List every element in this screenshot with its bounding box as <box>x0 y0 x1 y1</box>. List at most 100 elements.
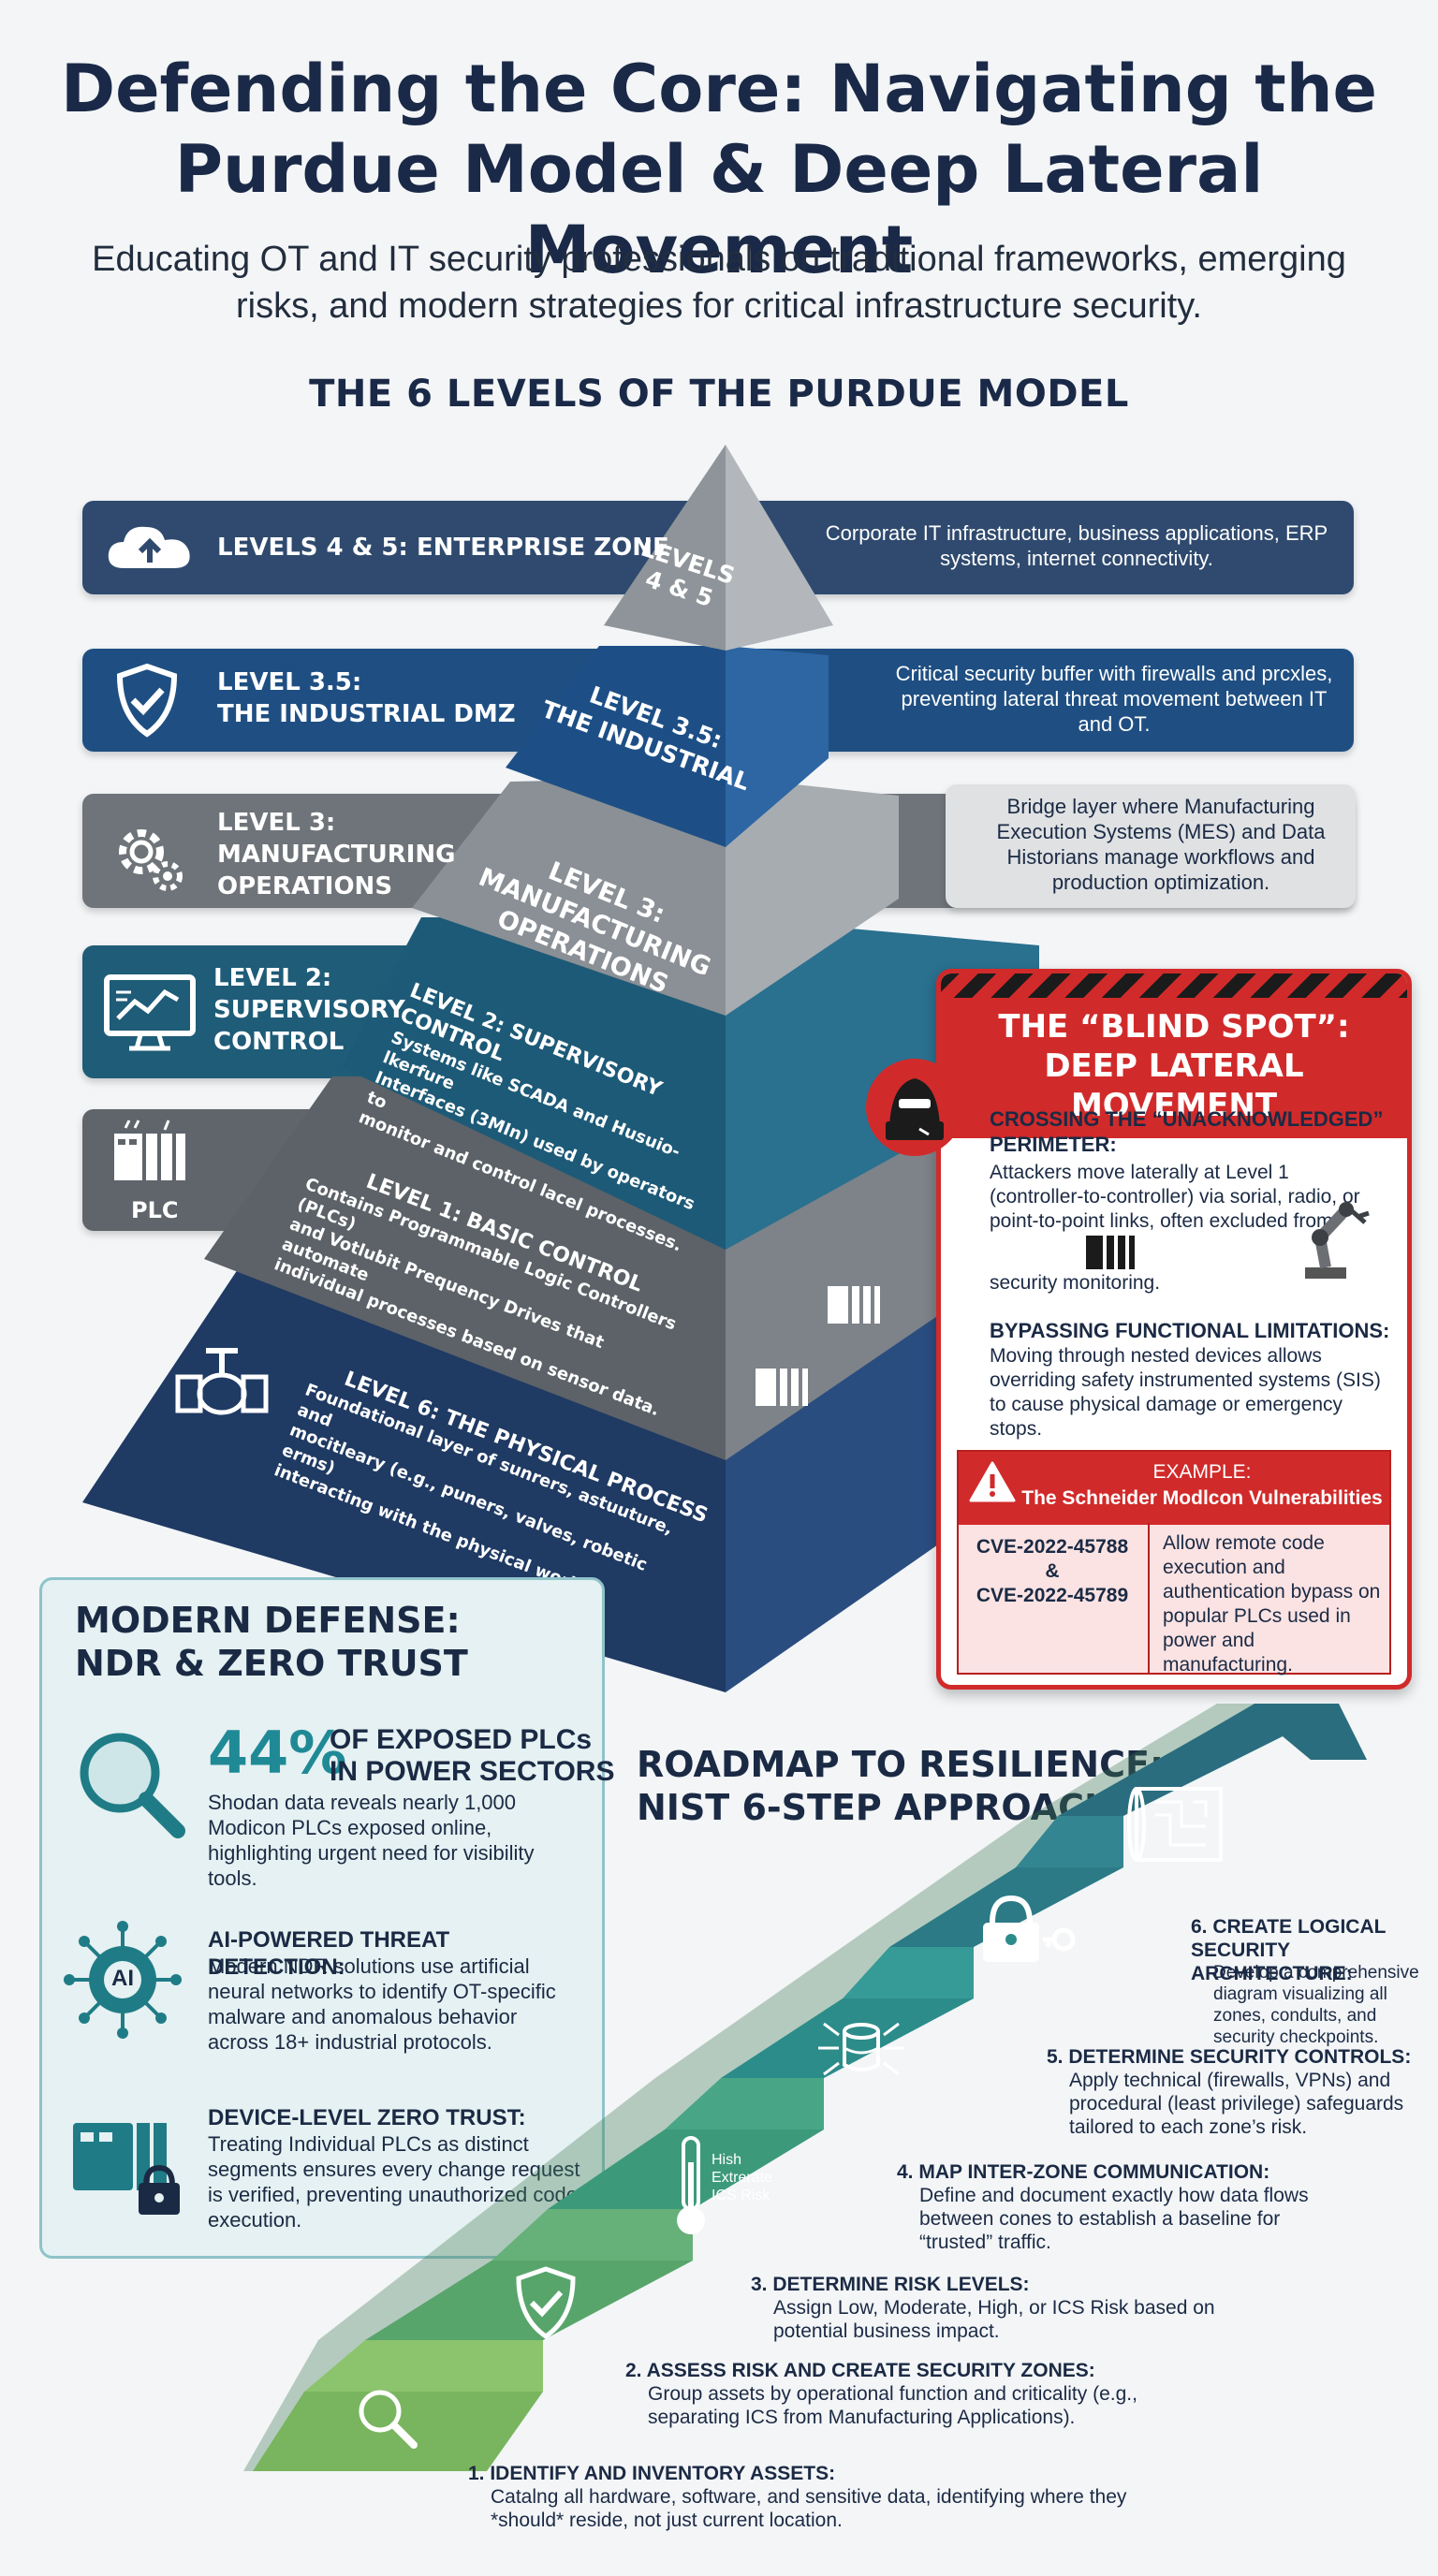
cve-desc: Allow remote code execution and authenti… <box>1163 1532 1381 1676</box>
blind-spot-header: THE “BLIND SPOT”: DEEP LATERAL MOVEMENT <box>941 998 1407 1138</box>
hazard-stripes <box>941 973 1407 998</box>
defense-title-line-2: NDR & ZERO TRUST <box>75 1643 468 1684</box>
step-5-title: 5. DETERMINE SECURITY CONTROLS: <box>1047 2046 1412 2068</box>
stair-arrow-head <box>1198 1704 1367 1760</box>
stat-value: 44% <box>208 1719 347 1787</box>
step-1-title: 1. IDENTIFY AND INVENTORY ASSETS: <box>468 2463 836 2484</box>
blind-section-2-title: BYPASSING FUNCTIONAL LIMITATIONS: <box>990 1319 1390 1342</box>
page-title: Defending the Core: Navigating the Purdu… <box>0 49 1438 290</box>
stat-label-line-1: OF EXPOSED PLCs <box>330 1724 593 1755</box>
pyramid-tier-3-left <box>412 777 726 1016</box>
stair-step-4 <box>721 1998 974 2078</box>
pyramid-tier-35-left <box>506 646 726 847</box>
band-label-supervisory-line-2: SUPERVISORY <box>213 996 405 1024</box>
roadmap-title-line-1: ROADMAP TO RESILIENCE: <box>637 1744 1165 1785</box>
step-2-title: 2. ASSESS RISK AND CREATE SECURITY ZONES… <box>625 2360 1095 2381</box>
ai-text: Modern NDR solutions use artificial neur… <box>208 1954 556 2054</box>
band-manufacturing-desc-bg <box>946 784 1356 908</box>
example-header: EXAMPLE: The Schneider Modlcon Vulnerabi… <box>959 1452 1389 1525</box>
cve-amp: & <box>1045 1560 1060 1582</box>
stat-label: OF EXPOSED PLCs IN POWER SECTORS <box>330 1724 614 1788</box>
band-label-manufacturing: LEVEL 3: MANUFACTURING OPERATIONS <box>217 807 456 902</box>
thermometer-icon <box>672 2134 710 2242</box>
valve-icon <box>170 1334 273 1432</box>
pyramid-tier-2-left <box>342 917 726 1250</box>
band-label-supervisory: LEVEL 2: SUPERVISORY CONTROL <box>213 962 405 1058</box>
cve-2: CVE-2022-45789 <box>976 1585 1129 1606</box>
step-6-title: 6. CREATE LOGICAL SECURITY ARCHITECTURE: <box>1191 1916 1387 1984</box>
step-4-title: 4. MAP INTER-ZONE COMMUNICATION: <box>897 2161 1270 2183</box>
monitor-chart-icon <box>103 973 197 1057</box>
stair-step-5-riser <box>1016 1816 1123 1867</box>
stat-label-line-2: IN POWER SECTORS <box>330 1756 615 1787</box>
roadmap-title: ROADMAP TO RESILIENCE: NIST 6-STEP APPRO… <box>637 1743 1164 1829</box>
zt-title: DEVICE-LEVEL ZERO TRUST: <box>208 2105 526 2130</box>
band-label-manufacturing-line-2: MANUFACTURING <box>217 841 456 869</box>
band-label-plc: PLC <box>131 1194 179 1226</box>
band-desc-enterprise: Corporate IT infrastructure, business ap… <box>825 521 1328 570</box>
title-line-1: Defending the Core: Navigating the <box>60 51 1378 127</box>
example-title: The Schneider Modlcon Vulnerabilities <box>1021 1487 1383 1509</box>
stair-step-4-riser <box>843 1947 974 1998</box>
blind-section-1-text: Attackers move laterally at Level 1 (con… <box>990 1162 1360 1232</box>
step-6-text: Develop a comprehensive diagram visualiz… <box>1213 1963 1419 2047</box>
ai-icon-label: AI <box>111 1966 134 1991</box>
shield-check-icon <box>513 2265 579 2345</box>
defense-title: MODERN DEFENSE: NDR & ZERO TRUST <box>75 1599 468 1685</box>
stair-step-2-riser <box>492 2209 693 2261</box>
pyramid-tier-35-right <box>726 646 829 847</box>
magnifier-icon <box>71 1724 187 1845</box>
magnifier-icon <box>354 2385 419 2455</box>
thermo-label: Hish Extrerate ICS Risk <box>712 2151 772 2204</box>
blueprint-icon <box>1123 1783 1226 1872</box>
lock-key-icon <box>974 1891 1086 1970</box>
band-desc-dmz: Critical security buffer with firewalls … <box>895 662 1333 736</box>
step-1-text: Catalng all hardware, software, and sens… <box>491 2486 1127 2531</box>
thermo-line-1: Hish <box>712 2152 742 2168</box>
thermo-line-2: Extrerate <box>712 2170 772 2186</box>
band-label-supervisory-line-3: CONTROL <box>213 1028 345 1056</box>
band-label-supervisory-line-1: LEVEL 2: <box>213 964 332 992</box>
band-label-dmz-line-1: LEVEL 3.5: <box>217 668 362 696</box>
stair-step-1-riser <box>304 2340 543 2392</box>
stair-step-3-riser <box>665 2078 824 2130</box>
gears-icon <box>108 814 192 903</box>
blind-section-1-title: CROSSING THE “UNACKNOWLEDGED” PERIMETER: <box>990 1107 1384 1156</box>
band-label-enterprise: LEVELS 4 & 5: ENTERPRISE ZONE <box>217 532 669 564</box>
cve-ids: CVE-2022-45788 & CVE-2022-45789 <box>959 1535 1146 1608</box>
plc-small-icon-2 <box>754 1367 810 1412</box>
band-label-manufacturing-line-3: OPERATIONS <box>217 872 393 900</box>
plc-icon <box>112 1119 187 1189</box>
band-label-dmz: LEVEL 3.5: THE INDUSTRIAL DMZ <box>217 666 516 730</box>
stat-text: Shodan data reveals nearly 1,000 Modicon… <box>208 1791 535 1890</box>
band-label-plc-text: PLC <box>131 1197 179 1223</box>
blind-section-2-text: Moving through nested devices allows ove… <box>990 1345 1381 1440</box>
pyramid-tier-45-left <box>604 445 726 651</box>
cve-1: CVE-2022-45788 <box>976 1536 1129 1558</box>
cloud-upload-icon <box>103 520 197 580</box>
band-desc-manufacturing: Bridge layer where Manufacturing Executi… <box>996 795 1326 894</box>
step-3-title: 3. DETERMINE RISK LEVELS: <box>751 2274 1030 2295</box>
plc-device-icon <box>1084 1234 1137 1276</box>
plc-lock-icon <box>69 2115 191 2223</box>
thermo-line-3: ICS Risk <box>712 2188 770 2203</box>
cve-divider <box>1148 1523 1150 1673</box>
page-subtitle: Educating OT and IT security professiona… <box>92 240 1346 326</box>
title-line-2: Purdue Model & Deep Lateral Movement <box>174 131 1264 288</box>
step-5-text: Apply technical (firewalls, VPNs) and pr… <box>1069 2070 1404 2138</box>
pyramid-tier-45-right <box>726 445 833 651</box>
modern-defense-panel <box>39 1577 605 2259</box>
stair-step-5 <box>889 1867 1123 1947</box>
example-label: EXAMPLE: <box>1152 1461 1252 1483</box>
database-network-icon <box>814 2012 908 2092</box>
example-box: EXAMPLE: The Schneider Modlcon Vulnerabi… <box>957 1450 1391 1675</box>
warning-icon <box>968 1460 1017 1508</box>
roadmap-title-line-2: NIST 6-STEP APPROACH <box>637 1787 1114 1828</box>
band-label-manufacturing-line-1: LEVEL 3: <box>217 809 336 837</box>
step-4-text: Define and document exactly how data flo… <box>919 2185 1309 2253</box>
band-label-dmz-line-2: THE INDUSTRIAL DMZ <box>217 700 516 728</box>
zt-text: Treating Individual PLCs as distinct seg… <box>208 2132 580 2232</box>
stair-step-6 <box>1058 1736 1283 1816</box>
ai-brain-icon <box>62 1919 183 2045</box>
stair-step-3 <box>548 2130 824 2209</box>
